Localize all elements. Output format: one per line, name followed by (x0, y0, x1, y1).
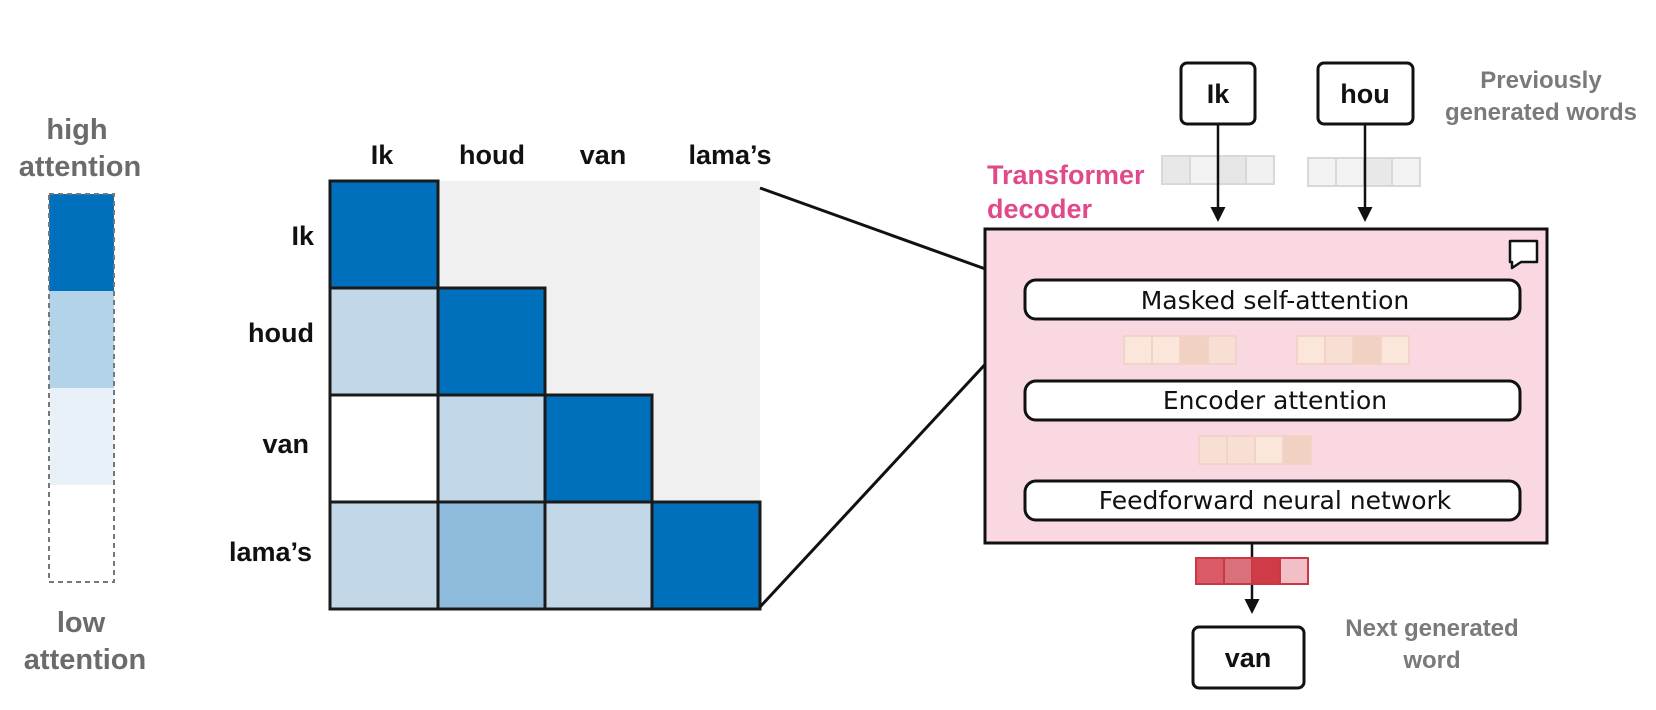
input-word: Ik (1207, 79, 1231, 109)
input-word: hou (1340, 79, 1389, 109)
row-token: lama’s (229, 537, 312, 567)
attention-cell (328, 179, 440, 290)
attention-cell (436, 393, 547, 504)
row-token: van (262, 429, 309, 459)
input-caption-line1: Previously (1480, 67, 1602, 94)
transformer-decoder: Transformer decoder Ik hou Previously ge… (983, 61, 1637, 690)
legend-low-line2: attention (24, 644, 146, 676)
input-vector (1161, 155, 1275, 185)
attention-matrix: Ik houd van lama’s Ik houd van lama’s (229, 140, 772, 611)
attention-cell (436, 286, 547, 397)
input-caption-line2: generated words (1445, 99, 1637, 126)
legend-level-high (49, 194, 114, 291)
hidden-vector (1123, 335, 1237, 365)
matrix-cells (328, 179, 762, 611)
attention-cell (328, 393, 440, 504)
attention-legend: high attention low attention (19, 114, 146, 676)
row-token: houd (248, 318, 314, 348)
legend-level-none (49, 485, 114, 582)
hidden-vector (1296, 335, 1410, 365)
layer-label: Encoder attention (1163, 386, 1387, 415)
output-vector (1195, 557, 1309, 585)
output-word: van (1225, 643, 1272, 673)
decoder-title-line2: decoder (987, 194, 1093, 224)
column-token: houd (459, 140, 525, 170)
output-word-box (1191, 625, 1306, 690)
legend-level-low (49, 388, 114, 485)
hidden-vector (1198, 435, 1312, 465)
layer-label: Feedforward neural network (1099, 486, 1452, 515)
input-vector (1307, 157, 1421, 187)
column-token: Ik (371, 140, 395, 170)
attention-cell (436, 500, 547, 611)
legend-level-medium (49, 291, 114, 388)
column-token: van (580, 140, 627, 170)
layer-label: Masked self-attention (1141, 286, 1410, 315)
legend-low-line1: low (57, 607, 106, 639)
column-token: lama’s (688, 140, 771, 170)
decoder-title-line1: Transformer (987, 160, 1145, 190)
attention-cell (650, 500, 762, 611)
attention-cell (328, 500, 440, 611)
comment-icon[interactable] (1508, 239, 1539, 270)
attention-cell (543, 393, 654, 504)
row-token: Ik (291, 221, 315, 251)
legend-high-line2: attention (19, 151, 141, 183)
encoder-attention-layer (1023, 379, 1522, 422)
attention-cell (328, 286, 440, 397)
output-caption-line2: word (1402, 647, 1460, 674)
feedforward-layer (1023, 479, 1522, 522)
output-caption-line1: Next generated (1345, 615, 1518, 642)
masked-self-attention-layer (1023, 278, 1522, 321)
attention-cell (543, 500, 654, 611)
legend-border (48, 193, 115, 583)
legend-high-line1: high (46, 114, 107, 146)
